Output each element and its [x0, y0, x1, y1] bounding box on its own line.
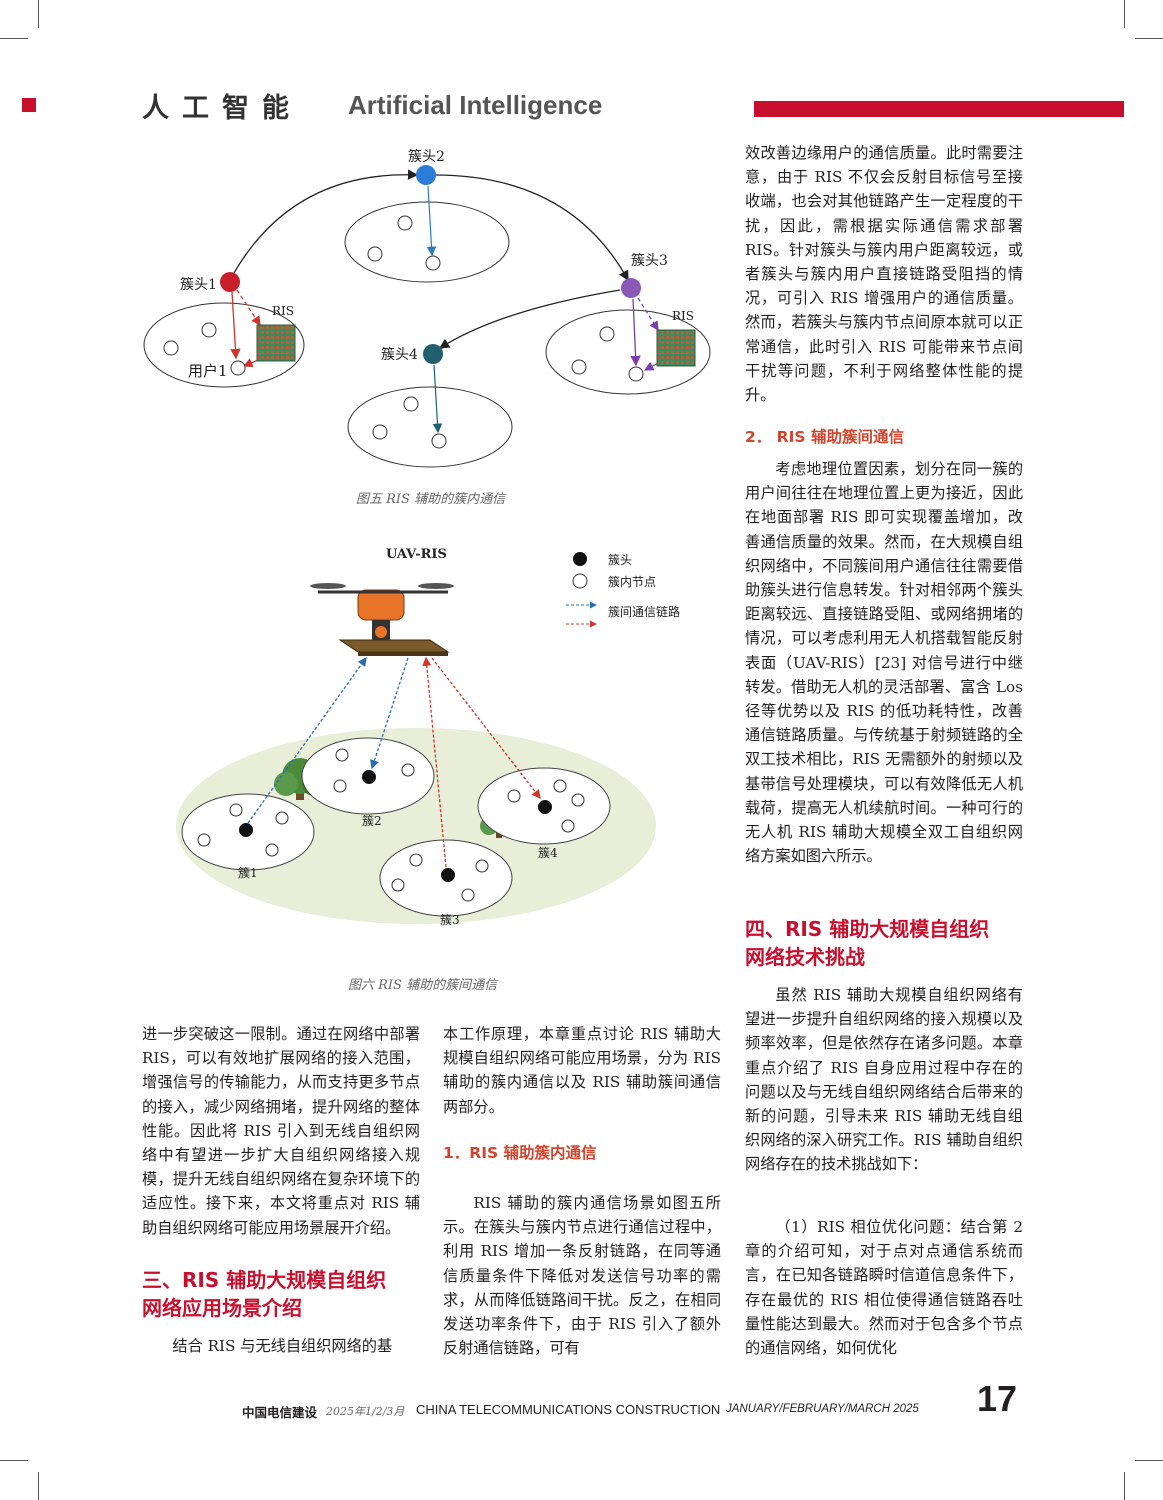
- footer-magazine-cn: 中国电信建设: [242, 1405, 318, 1420]
- header-title-cn: 人工智能: [142, 93, 302, 124]
- label-user-1: 用户1: [188, 362, 228, 380]
- footer-magazine-en: CHINA TELECOMMUNICATIONS CONSTRUCTION: [416, 1402, 721, 1417]
- cluster-head-1-dot: [220, 272, 240, 292]
- label-cluster-2: 簇2: [362, 813, 382, 828]
- cluster1-ellipse: [143, 302, 305, 388]
- section-3-heading: 三、RIS 辅助大规模自组织 网络应用场景介绍: [142, 1266, 432, 1322]
- figure5-caption: 图五 RIS 辅助的簇内通信: [356, 492, 506, 507]
- subsection-2-heading: 2． RIS 辅助簇间通信: [745, 428, 904, 446]
- right-column-text-4: （1）RIS 相位优化问题：结合第 2 章的介绍可知，对于点对点通信系统而言，在…: [745, 1215, 1023, 1360]
- ris-panel-1: [256, 324, 296, 362]
- crop-mark: [1135, 38, 1163, 39]
- right-column-text-1: 效改善边缘用户的通信质量。此时需要注意，由于 RIS 不仅会反射目标信号至接收端…: [745, 141, 1023, 407]
- legend-node-label: 簇内节点: [608, 574, 656, 589]
- label-cluster-head-3: 簇头3: [631, 253, 668, 269]
- legend-head-dot: [573, 552, 587, 566]
- right-column-text-3: 虽然 RIS 辅助大规模自组织网络有望进一步提升自组织网络的接入规模以及频率效率…: [745, 983, 1023, 1177]
- mid-column-text-2: RIS 辅助的簇内通信场景如图五所示。在簇头与簇内节点进行通信过程中，利用 RI…: [443, 1191, 721, 1360]
- label-cluster-4: 簇4: [538, 845, 558, 860]
- uav-ris-drone: [310, 583, 454, 656]
- section-4-line-1: 四、RIS 辅助大规模自组织: [745, 917, 990, 941]
- crop-mark: [1124, 0, 1125, 28]
- link-head2-head3: [434, 174, 629, 282]
- paragraph: 虽然 RIS 辅助大规模自组织网络有望进一步提升自组织网络的接入规模以及频率效率…: [745, 986, 1023, 1174]
- header-bar: [754, 101, 1124, 117]
- mid-column-text-1: 本工作原理，本章重点讨论 RIS 辅助大规模自组织网络可能应用场景，分为 RIS…: [443, 1022, 721, 1119]
- label-cluster-head-2: 簇头2: [408, 149, 445, 165]
- page-number: 17: [977, 1378, 1018, 1419]
- crop-mark: [38, 0, 39, 28]
- crop-mark: [1124, 1472, 1125, 1500]
- figure6-caption: 图六 RIS 辅助的簇间通信: [348, 978, 498, 993]
- cluster4-ellipse: [347, 386, 513, 468]
- header-square: [22, 98, 36, 112]
- label-ris-2: RIS: [672, 309, 694, 323]
- paragraph: 结合 RIS 与无线自组织网络的基: [172, 1337, 393, 1355]
- paragraph: 进一步突破这一限制。通过在网络中部署 RIS，可以有效地扩展网络的接入范围，增强…: [142, 1025, 420, 1237]
- label-uav-ris: UAV-RIS: [386, 547, 447, 562]
- crop-mark: [0, 38, 28, 39]
- header-title-en: Artificial Intelligence: [348, 90, 603, 120]
- label-cluster-head-4: 簇头4: [381, 347, 418, 363]
- right-column-text-2: 考虑地理位置因素，划分在同一簇的用户间往往在地理位置上更为接近，因此在地面部署 …: [745, 457, 1023, 868]
- section-4-line-2: 网络技术挑战: [745, 945, 865, 969]
- link-head3-head4: [438, 289, 621, 349]
- paragraph: 本工作原理，本章重点讨论 RIS 辅助大规模自组织网络可能应用场景，分为 RIS…: [443, 1025, 721, 1116]
- section-3-line-1: 三、RIS 辅助大规模自组织: [142, 1268, 387, 1292]
- label-cluster-3: 簇3: [440, 912, 460, 927]
- crop-mark: [38, 1472, 39, 1500]
- left-column-text-1: 进一步突破这一限制。通过在网络中部署 RIS，可以有效地扩展网络的接入范围，增强…: [142, 1022, 420, 1240]
- label-cluster-1: 簇1: [238, 865, 258, 880]
- subsection-1-heading: 1．RIS 辅助簇内通信: [443, 1144, 597, 1162]
- ris-panel-2: [656, 329, 696, 367]
- link-head1-head2: [229, 169, 419, 281]
- cluster2-ellipse: [344, 201, 510, 283]
- footer-date-en: JANUARY/FEBRUARY/MARCH 2025: [726, 1403, 919, 1415]
- cluster-head-2-dot: [416, 165, 436, 185]
- legend-head-label: 簇头: [608, 552, 632, 567]
- figure5-diagram: 簇头2 簇头1 簇头3 簇头4 RIS RIS 用户1: [143, 149, 711, 468]
- footer-date-cn: 2025年1/2/3月: [326, 1405, 405, 1418]
- paragraph: （1）RIS 相位优化问题：结合第 2 章的介绍可知，对于点对点通信系统而言，在…: [745, 1218, 1023, 1358]
- paragraph: RIS 辅助的簇内通信场景如图五所示。在簇头与簇内节点进行通信过程中，利用 RI…: [443, 1194, 721, 1358]
- label-ris-1: RIS: [272, 304, 294, 318]
- section-3-line-2: 网络应用场景介绍: [142, 1296, 302, 1320]
- legend-link-label: 簇间通信链路: [608, 604, 680, 619]
- cluster3-ellipse: [545, 309, 711, 395]
- cluster-head-3-dot: [621, 278, 641, 298]
- left-column-text-2: 结合 RIS 与无线自组织网络的基: [142, 1334, 420, 1358]
- crop-mark: [0, 1460, 28, 1461]
- paragraph: 考虑地理位置因素，划分在同一簇的用户间往往在地理位置上更为接近，因此在地面部署 …: [745, 460, 1023, 866]
- cluster-head-4-dot: [423, 344, 443, 364]
- crop-mark: [1135, 1460, 1163, 1461]
- legend-node-dot: [572, 573, 588, 589]
- paragraph: 效改善边缘用户的通信质量。此时需要注意，由于 RIS 不仅会反射目标信号至接收端…: [745, 144, 1023, 405]
- figure6-diagram: UAV-RIS 簇头 簇内节点 簇间通信链路 簇1: [176, 547, 680, 927]
- label-cluster-head-1: 簇头1: [180, 277, 217, 293]
- section-4-heading: 四、RIS 辅助大规模自组织 网络技术挑战: [745, 915, 1035, 971]
